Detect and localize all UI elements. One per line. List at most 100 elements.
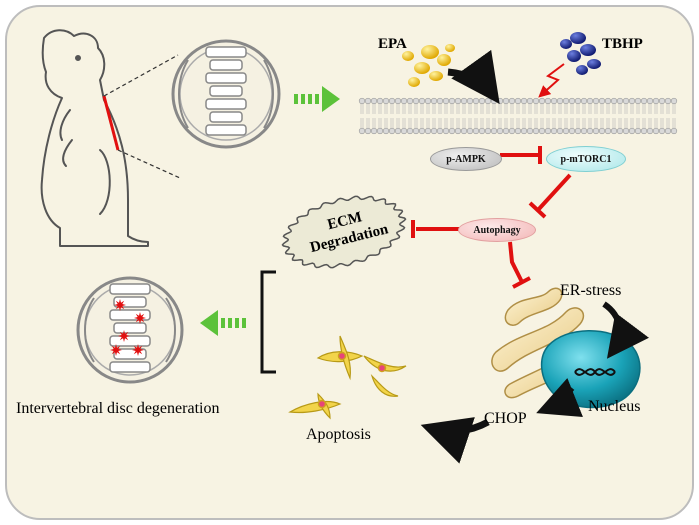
lipid-tail — [606, 118, 610, 128]
lipid-tail — [594, 104, 598, 114]
lipid-head — [358, 97, 366, 105]
lipid-head — [436, 97, 444, 105]
lipid-tail — [558, 118, 562, 128]
lipid-tail — [540, 104, 544, 114]
lipid-tail — [450, 118, 454, 128]
lipid-head — [478, 97, 486, 105]
lipid-head — [658, 127, 666, 135]
lipid-head — [394, 97, 402, 105]
nucleus-label: Nucleus — [588, 398, 641, 415]
lesion-mark — [110, 344, 122, 356]
lipid-head — [442, 97, 450, 105]
lipid-tail — [582, 104, 586, 114]
lipid-tail — [666, 118, 670, 128]
lipid-tail — [426, 118, 430, 128]
lipid-tail — [408, 104, 412, 114]
lipid-head — [550, 127, 558, 135]
lipid-head — [532, 97, 540, 105]
green-arrow-left — [200, 310, 246, 336]
lipid-head — [484, 127, 492, 135]
chop-label: CHOP — [484, 410, 527, 427]
lipid-head — [658, 97, 666, 105]
lipid-tail — [504, 118, 508, 128]
bracket — [260, 270, 276, 374]
lipid-head — [418, 127, 426, 135]
lipid-tail — [492, 118, 496, 128]
lipid-head — [634, 97, 642, 105]
lipid-head — [580, 97, 588, 105]
lipid-head — [616, 97, 624, 105]
lipid-head — [544, 97, 552, 105]
lipid-head — [412, 97, 420, 105]
lipid-head — [448, 97, 456, 105]
lipid-tail — [366, 104, 370, 114]
lipid-head — [490, 97, 498, 105]
lipid-head — [364, 127, 372, 135]
disc-lesions — [110, 299, 146, 356]
lipid-tail — [438, 104, 442, 114]
lipid-tail — [666, 104, 670, 114]
lipid-head — [388, 97, 396, 105]
lipid-head — [598, 97, 606, 105]
lipid-tail — [528, 104, 532, 114]
lipid-head — [442, 127, 450, 135]
lipid-tail — [516, 118, 520, 128]
lipid-head — [370, 127, 378, 135]
inhibit-bar — [512, 276, 531, 289]
ivdd-label: Intervertebral disc degeneration — [16, 400, 220, 417]
lipid-head — [388, 127, 396, 135]
lipid-tail — [546, 118, 550, 128]
lipid-head — [490, 127, 498, 135]
p-ampk-node: p-AMPK — [430, 147, 502, 171]
lipid-tail — [474, 118, 478, 128]
lipid-head — [430, 127, 438, 135]
lipid-head — [508, 127, 516, 135]
lipid-head — [466, 97, 474, 105]
lipid-tail — [456, 104, 460, 114]
lipid-tail — [654, 118, 658, 128]
lipid-head — [598, 127, 606, 135]
lipid-tail — [612, 118, 616, 128]
lipid-head — [508, 97, 516, 105]
lipid-head — [556, 97, 564, 105]
lipid-tail — [390, 118, 394, 128]
lipid-tail — [540, 118, 544, 128]
lipid-tail — [426, 104, 430, 114]
lipid-head — [664, 97, 672, 105]
lipid-head — [406, 127, 414, 135]
er-stress-label: ER-stress — [560, 282, 622, 299]
lipid-head — [382, 97, 390, 105]
lipid-head — [652, 127, 660, 135]
lipid-tail — [360, 104, 364, 114]
lipid-head — [538, 97, 546, 105]
lipid-tail — [372, 118, 376, 128]
lipid-head — [478, 127, 486, 135]
lipid-head — [358, 127, 366, 135]
lipid-tail — [672, 118, 676, 128]
lipid-tail — [510, 118, 514, 128]
lipid-tail — [600, 104, 604, 114]
lipid-tail — [402, 104, 406, 114]
lipid-head — [670, 97, 678, 105]
lipid-head — [382, 127, 390, 135]
apoptosis-label: Apoptosis — [306, 426, 371, 443]
lipid-head — [526, 97, 534, 105]
lipid-head — [562, 97, 570, 105]
lipid-tail — [432, 104, 436, 114]
lipid-tail — [636, 118, 640, 128]
lipid-head — [394, 127, 402, 135]
lipid-head — [520, 97, 528, 105]
lipid-head — [628, 97, 636, 105]
inhibit-bar — [528, 201, 547, 219]
lipid-head — [448, 127, 456, 135]
lipid-head — [460, 97, 468, 105]
lipid-head — [550, 97, 558, 105]
lipid-tail — [510, 104, 514, 114]
lipid-head — [622, 127, 630, 135]
lipid-tail — [474, 104, 478, 114]
lipid-head — [418, 97, 426, 105]
lipid-tail — [546, 104, 550, 114]
lipid-tail — [642, 104, 646, 114]
lipid-tail — [486, 118, 490, 128]
